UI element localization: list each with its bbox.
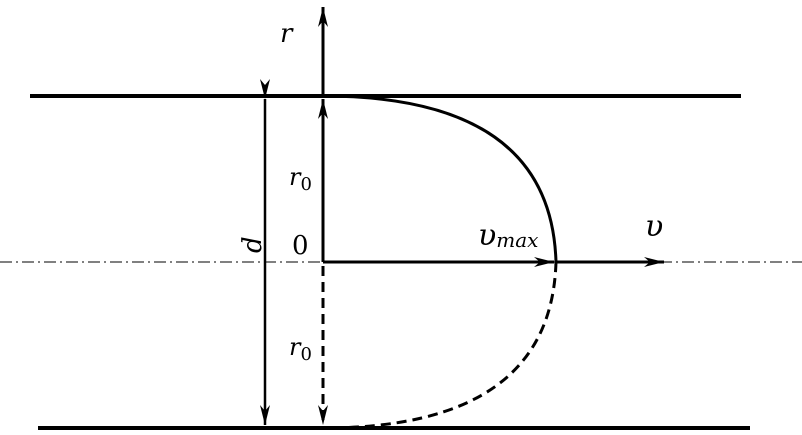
velocity-profile-upper-curve [322, 94, 558, 263]
vmax-label: υmax [478, 218, 538, 253]
r0-upper-label: r0 [289, 163, 312, 195]
origin-label: 0 [292, 231, 309, 261]
r-axis-label: r [280, 19, 294, 49]
diameter-label: d [238, 236, 268, 253]
v-axis-label: υ [645, 209, 663, 244]
r0-lower-subscript: 0 [300, 344, 311, 365]
r0-lower-label: r0 [289, 333, 312, 365]
velocity-profile-lower-curve [322, 261, 558, 430]
r0-upper-subscript: 0 [300, 174, 311, 195]
vmax-subscript: max [496, 228, 538, 252]
